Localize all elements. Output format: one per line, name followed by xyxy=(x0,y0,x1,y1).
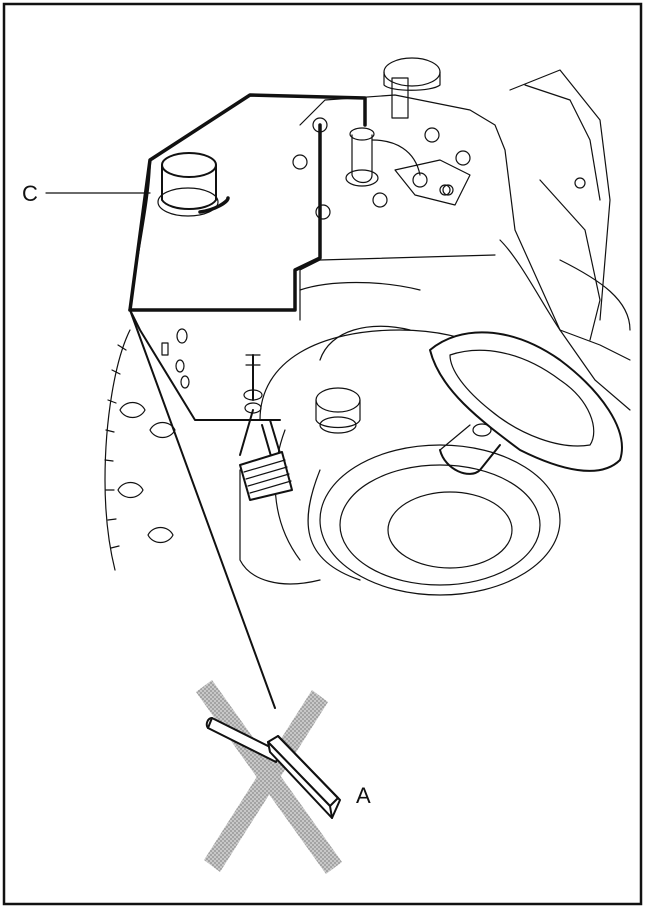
recoil-pulley xyxy=(104,329,176,571)
air-cleaner-knob xyxy=(429,331,623,475)
callout-label-a: A xyxy=(356,783,371,808)
leader-line-a xyxy=(129,309,276,709)
bolt-heads xyxy=(292,117,586,220)
fuel-tank xyxy=(128,93,367,421)
fuel-valve-exploded xyxy=(239,354,293,501)
callout-label-c: C xyxy=(22,181,38,206)
prohibit-x-stroke-2 xyxy=(204,690,328,872)
fuel-cap xyxy=(157,152,230,217)
prohibited-part-a xyxy=(196,680,342,874)
engine-body xyxy=(239,57,631,596)
